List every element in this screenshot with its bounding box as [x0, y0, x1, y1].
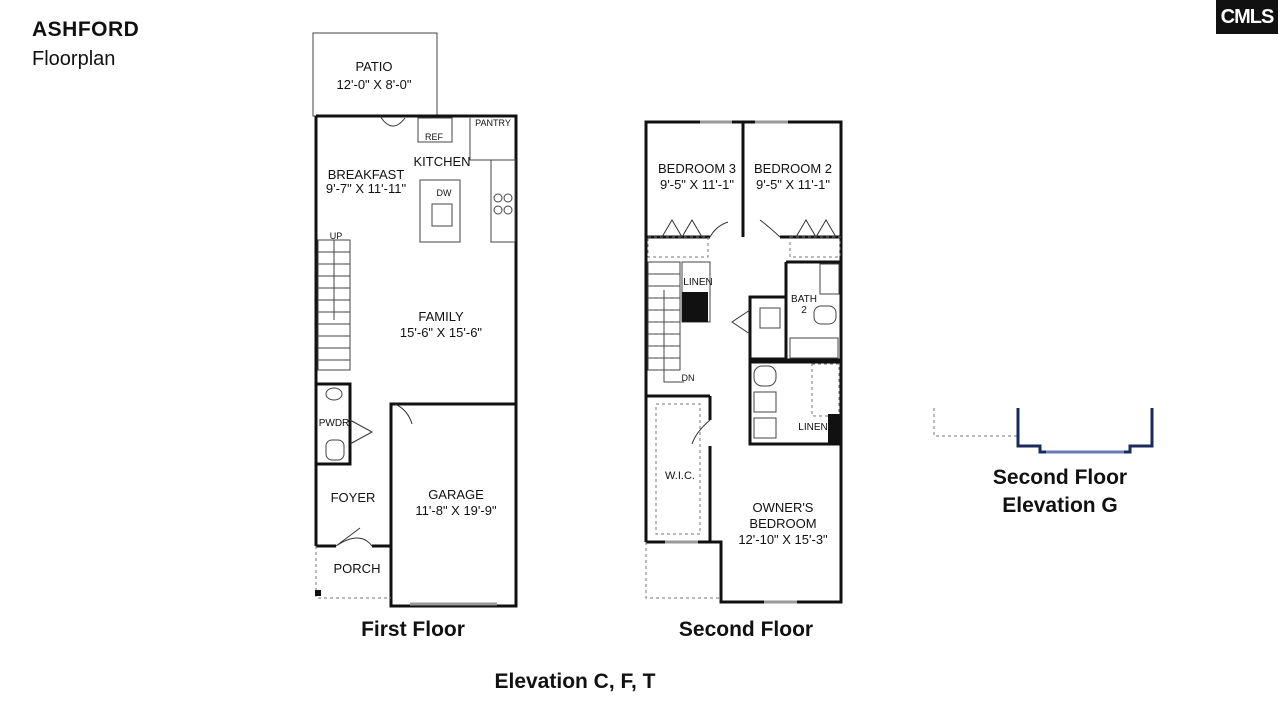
owners-bath-vanity-area — [748, 295, 788, 361]
pwdr-label: PWDR — [319, 418, 350, 429]
elevation-g-caption-line1: Second Floor — [992, 466, 1128, 489]
patio-door-swing — [379, 115, 406, 127]
linen1-label: LINEN — [683, 277, 712, 288]
kitchen-label: KITCHEN — [413, 154, 470, 169]
foyer-label: FOYER — [331, 490, 376, 505]
wic-door — [691, 419, 711, 445]
patio-label: PATIO — [355, 59, 392, 74]
elevation-g-bay-walls — [1016, 408, 1154, 454]
bedroom3-dims: 9'-5" X 11'-1" — [660, 177, 734, 192]
elevation-g-caption-line2: Elevation G — [1002, 494, 1118, 517]
wic-label: W.I.C. — [665, 470, 695, 482]
plan-subtitle: Floorplan — [32, 48, 116, 70]
garage-dims: 11'-8" X 19'-9" — [415, 503, 497, 518]
garage-label: GARAGE — [428, 487, 484, 502]
island-sink — [431, 203, 453, 227]
linen-shelf-2 — [828, 414, 841, 444]
bedroom3-label: BEDROOM 3 — [658, 161, 736, 176]
garage-walls — [389, 402, 518, 608]
second-floor-plan: BEDROOM 3 9'-5" X 11'-1" BEDROOM 2 9'-5"… — [644, 120, 843, 604]
breakfast-label: BREAKFAST — [328, 167, 405, 182]
bedroom2-label: BEDROOM 2 — [754, 161, 832, 176]
family-dims: 15'-6" X 15'-6" — [400, 325, 483, 340]
bath2-tub — [789, 337, 839, 359]
second-floor-caption: Second Floor — [678, 618, 814, 641]
owners-label-1: OWNER'S — [753, 500, 814, 515]
bedroom3-door — [709, 221, 729, 238]
bedroom3-closet — [647, 236, 709, 258]
owners-toilet — [753, 365, 777, 387]
kitchen-counter — [490, 159, 516, 243]
burner-icon — [493, 193, 503, 203]
stair-arrow-2 — [663, 290, 684, 383]
owners-sink-2 — [753, 417, 777, 439]
linen-shelf-1 — [682, 292, 708, 322]
patio-outline — [312, 32, 438, 117]
plan-title: ASHFORD — [32, 18, 140, 41]
dw-label: DW — [437, 188, 452, 198]
bedroom2-closet-doors — [795, 219, 837, 238]
dn-label: DN — [682, 373, 695, 383]
pwdr-door-swing — [349, 419, 374, 445]
first-floor-caption: First Floor — [361, 618, 465, 641]
burner-icon — [503, 193, 513, 203]
burner-icon — [493, 205, 503, 215]
family-label: FAMILY — [418, 309, 464, 324]
pwdr-walls — [316, 382, 352, 466]
bath2-toilet — [813, 305, 837, 325]
owners-dims: 12'-10" X 15'-3" — [738, 532, 828, 547]
porch-post — [315, 590, 321, 596]
breakfast-dims: 9'-7" X 11'-11" — [326, 181, 407, 196]
linen2-label: LINEN — [798, 422, 827, 433]
bedroom2-door — [759, 219, 781, 238]
linen-door — [731, 309, 751, 335]
bath2-vanity — [819, 263, 840, 295]
elevation-g-bay-detail — [933, 408, 1154, 454]
pantry-label: PANTRY — [475, 118, 511, 128]
owners-shower — [811, 363, 840, 417]
pwdr-sink — [325, 387, 343, 401]
first-floor-wall-top — [316, 114, 518, 404]
bath-vanity-sink — [759, 307, 781, 329]
elevation-caption: Elevation C, F, T — [494, 670, 656, 693]
ref-label: REF — [425, 132, 444, 142]
wic-shelves — [655, 403, 701, 535]
front-door-swing — [335, 527, 373, 547]
up-label: UP — [330, 231, 343, 241]
cmls-logo: CMLS — [1216, 0, 1278, 34]
owners-sink-1 — [753, 391, 777, 413]
bath2-number: 2 — [801, 305, 807, 316]
second-floor-porch-roof — [645, 542, 721, 599]
owners-label-2: BEDROOM — [749, 516, 816, 531]
bedroom3-closet-doors — [661, 219, 703, 238]
burner-icon — [503, 205, 513, 215]
porch-label: PORCH — [334, 561, 381, 576]
porch-outline — [315, 546, 391, 599]
first-floor-plan: PATIO 12'-0" X 8'-0" BREAKFAST 9'-7" X 1… — [312, 32, 518, 608]
pantry-walls — [469, 118, 516, 161]
bath2-label: BATH — [791, 294, 817, 305]
bedroom2-dims: 9'-5" X 11'-1" — [756, 177, 830, 192]
patio-dims: 12'-0" X 8'-0" — [337, 77, 412, 92]
pwdr-toilet — [325, 439, 345, 461]
elevation-g-dashed-outline — [933, 408, 1018, 437]
bedroom2-closet — [789, 236, 841, 258]
refrigerator — [417, 117, 453, 143]
garage-entry-door — [394, 403, 413, 425]
